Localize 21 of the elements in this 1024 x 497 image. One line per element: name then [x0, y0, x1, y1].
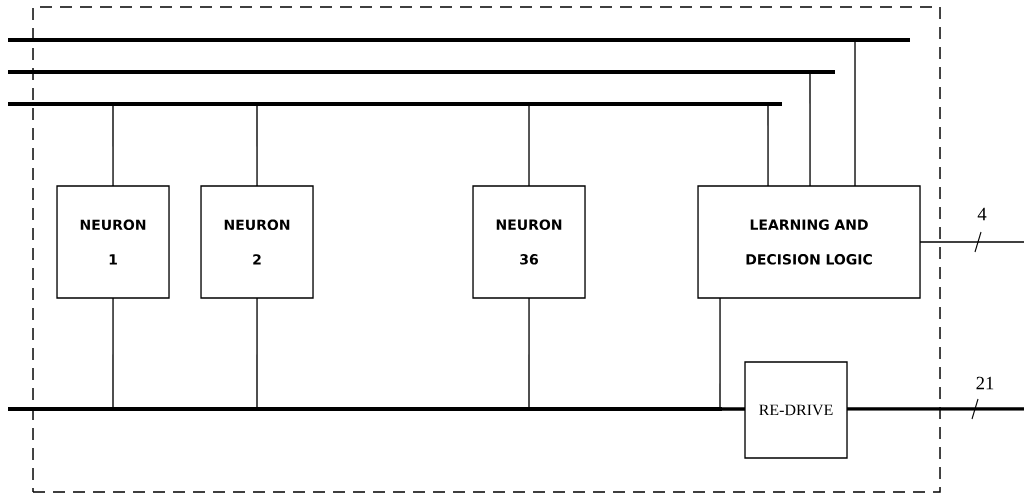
connector-line	[256, 103, 258, 187]
bus-line	[847, 407, 1024, 411]
bus-line	[919, 241, 1024, 243]
bus-width-label: 21	[974, 375, 996, 391]
connector-line	[719, 297, 721, 410]
connector-line	[722, 407, 745, 411]
connector-line	[854, 39, 856, 187]
connector-line	[112, 103, 114, 187]
connector-line	[767, 103, 769, 187]
logic-box: LEARNING AND DECISION LOGIC	[697, 185, 921, 299]
connector-line	[112, 297, 114, 410]
bus-width-label: 4	[976, 206, 988, 222]
connector-line	[809, 71, 811, 187]
redrive-box: RE-DRIVE	[744, 361, 848, 459]
connector-line	[528, 103, 530, 187]
connector-line	[256, 297, 258, 410]
connector-line	[528, 297, 530, 410]
neuron-box: NEURON 36	[472, 185, 586, 299]
dashed-enclosure	[32, 6, 941, 493]
neuron-box: NEURON 1	[56, 185, 170, 299]
neuron-box: NEURON 2	[200, 185, 314, 299]
